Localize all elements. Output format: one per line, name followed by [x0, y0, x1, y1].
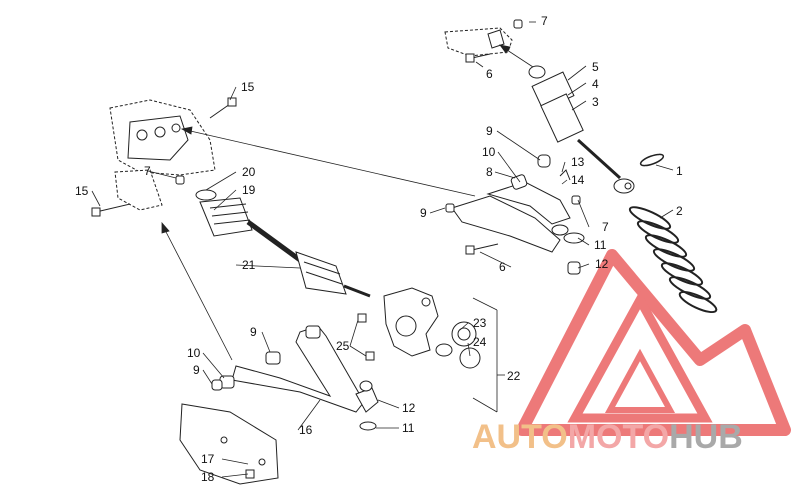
callout-23: 23	[473, 316, 487, 330]
callout-12: 12	[595, 257, 609, 271]
callout-24: 24	[473, 335, 487, 349]
callout-9d: 9	[193, 363, 200, 377]
callout-8: 8	[486, 165, 493, 179]
callout-21: 21	[242, 258, 256, 272]
watermark-auto: AUTO	[472, 418, 568, 456]
logo-core-triangle	[604, 348, 676, 413]
callout-2: 2	[676, 204, 683, 218]
callout-15b: 15	[75, 184, 89, 198]
reference-arrows	[161, 44, 534, 361]
callout-6: 6	[486, 67, 493, 81]
callout-9b: 9	[420, 206, 427, 220]
shock-absorber	[528, 65, 635, 194]
callout-19: 19	[242, 183, 256, 197]
bolts	[91, 19, 581, 479]
skid-plate	[179, 403, 279, 485]
callout-16: 16	[299, 423, 313, 437]
callout-4: 4	[592, 77, 599, 91]
cv-drive-axle	[195, 189, 371, 298]
steering-knuckle	[383, 287, 481, 369]
callout-10b: 10	[187, 346, 201, 360]
leader-lines	[91, 21, 674, 478]
callout-9: 9	[486, 124, 493, 138]
callout-7b: 7	[602, 220, 609, 234]
watermark-moto: MOTO	[568, 418, 669, 456]
logo-inner-triangle	[567, 290, 713, 423]
callout-11b: 11	[402, 421, 415, 435]
frame-bracket-left-upper	[109, 99, 216, 211]
watermark-logo	[516, 249, 791, 436]
upper-a-arm	[451, 154, 585, 275]
callout-12b: 12	[402, 401, 416, 415]
callout-22: 22	[507, 369, 521, 383]
callout-14: 14	[571, 173, 585, 187]
callout-13: 13	[571, 155, 585, 169]
callout-3: 3	[592, 95, 599, 109]
spring-retainer-ring	[639, 153, 665, 167]
callout-15: 15	[241, 80, 255, 94]
coil-spring	[628, 206, 718, 314]
lower-a-arm	[219, 325, 379, 431]
watermark-text: AUTOMOTOHUB	[472, 418, 743, 456]
callout-25: 25	[336, 339, 350, 353]
logo-outer-triangle	[516, 249, 791, 436]
callout-20: 20	[242, 165, 256, 179]
callout-10: 10	[482, 145, 496, 159]
callout-numbers: 7 6 5 4 3 1 2 9 10 8 9 13 14 7 11 12 6 1…	[75, 14, 683, 484]
watermark-hub: HUB	[669, 418, 743, 456]
callout-11: 11	[594, 238, 607, 252]
frame-bracket-top-right	[444, 27, 513, 57]
callout-5: 5	[592, 60, 599, 74]
callout-7c: 7	[144, 164, 151, 178]
callout-6b: 6	[499, 260, 506, 274]
callout-18: 18	[201, 470, 215, 484]
callout-1: 1	[676, 164, 683, 178]
callout-17: 17	[201, 452, 215, 466]
callout-9c: 9	[250, 325, 257, 339]
callout-7: 7	[541, 14, 548, 28]
